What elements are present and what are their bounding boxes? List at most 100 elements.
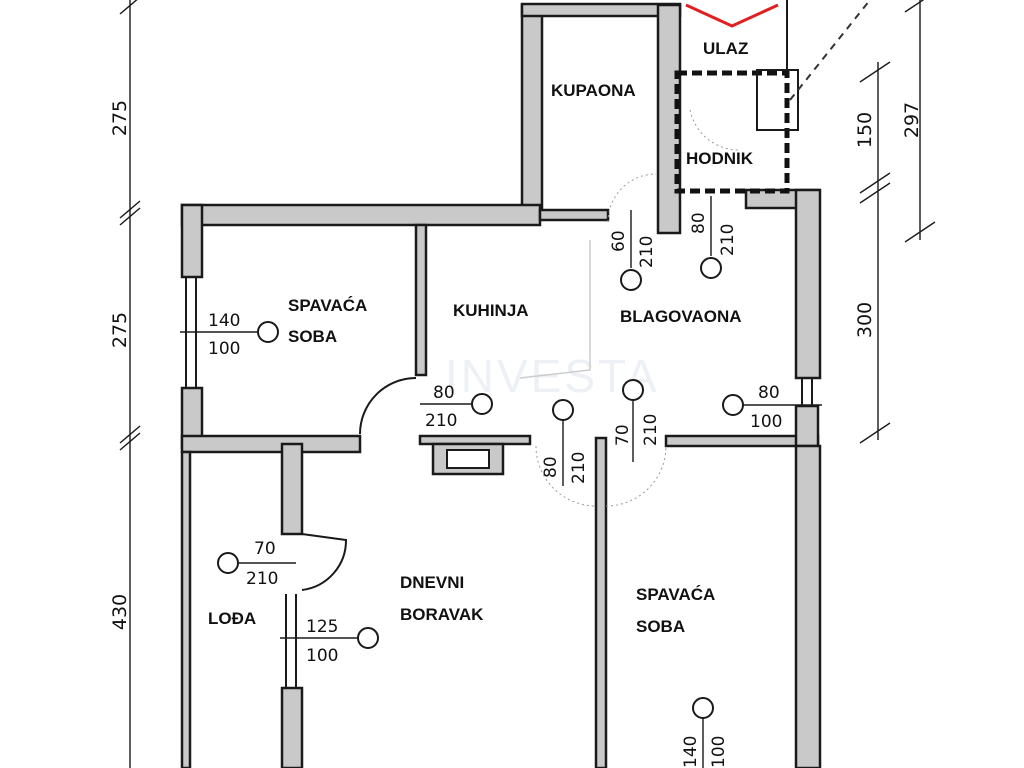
opening-height: 210 <box>425 411 457 431</box>
walls <box>180 2 822 768</box>
opening-height: 100 <box>208 339 240 359</box>
wall-top-left <box>180 203 542 227</box>
dimension-lines <box>119 0 936 768</box>
opening-height: 100 <box>306 646 338 666</box>
wall-loda-right-upper <box>280 442 304 536</box>
door-arc-spavaca2 <box>605 445 667 507</box>
opening-height: 210 <box>246 569 278 589</box>
door-arc-kupaona <box>607 173 657 223</box>
opening-width: 80 <box>758 383 780 403</box>
dim-tick <box>119 432 141 451</box>
opening-height: 100 <box>750 412 782 432</box>
windows <box>185 277 813 688</box>
opening-height: 210 <box>641 414 661 446</box>
entrance-dashed-line <box>789 0 871 101</box>
room-label-kupaona: KUPAONA <box>551 81 636 100</box>
dim-tick <box>859 172 891 194</box>
wall-right-mid <box>794 404 820 448</box>
opening-height: 210 <box>718 224 738 256</box>
dim-tick <box>904 221 936 243</box>
wall-right-lower <box>794 444 822 768</box>
room-label-spavaca2-line1: SPAVAĆA <box>636 585 715 604</box>
room-label-spavaca1-line1: SPAVAĆA <box>288 296 367 315</box>
opening-marker-door-kuhinja: 80 210 <box>420 383 493 431</box>
wall-mid-left <box>180 434 362 454</box>
opening-marker-door-ulaz: 80 210 <box>689 196 738 279</box>
opening-width: 80 <box>433 383 455 403</box>
wall-kupaona-left <box>520 3 544 219</box>
door-arc-boravak <box>535 445 597 507</box>
room-label-hodnik: HODNIK <box>686 149 754 168</box>
opening-height: 210 <box>637 236 657 268</box>
dim-left-bottom: 430 <box>109 594 131 630</box>
opening-marker-win-blagovaona: 80 100 <box>722 383 822 432</box>
dim-right-total: 297 <box>901 102 923 138</box>
room-label-spavaca2-line2: SOBA <box>636 617 685 636</box>
dim-left-top: 275 <box>109 100 131 136</box>
hodnik-niche <box>756 69 799 131</box>
opening-width: 70 <box>613 424 633 446</box>
chimney-void <box>446 449 490 469</box>
room-label-dnevni-line1: DNEVNI <box>400 573 464 592</box>
marker-circle <box>700 257 722 279</box>
dim-tick <box>119 0 138 15</box>
opening-height: 100 <box>709 736 729 768</box>
opening-marker-win-boravak: 125 100 <box>280 617 379 666</box>
room-label-loda: LOĐA <box>208 609 256 628</box>
opening-marker-door-kupaona: 60 210 <box>609 210 657 291</box>
marker-circle <box>357 627 379 649</box>
opening-width: 80 <box>541 456 561 478</box>
room-label-kuhinja: KUHINJA <box>453 301 529 320</box>
room-label-spavaca1-line2: SOBA <box>288 327 337 346</box>
door-swings <box>301 109 741 591</box>
opening-width: 125 <box>306 617 338 637</box>
opening-marker-door-loda: 70 210 <box>217 539 296 589</box>
opening-width: 80 <box>689 212 709 234</box>
wall-left-upper <box>180 203 204 279</box>
wall-loda-left <box>180 450 192 768</box>
wall-partition-lower <box>594 436 608 768</box>
entrance-arrow-icon <box>685 3 779 28</box>
dim-right-blagovaona: 300 <box>854 302 876 338</box>
hodnik-outline <box>674 70 790 194</box>
opening-width: 140 <box>208 311 240 331</box>
dim-tick <box>859 182 891 204</box>
opening-width: 140 <box>681 736 701 768</box>
opening-marker-door-boravak: 80 210 <box>541 399 589 486</box>
opening-marker-door-corridor: 70 210 <box>613 379 661 462</box>
wall-kupaona-top <box>520 2 682 18</box>
dim-tick <box>904 0 925 13</box>
opening-width: 60 <box>609 230 629 252</box>
opening-marker-win-spavaca1: 140 100 <box>180 311 279 359</box>
wall-top-mid <box>538 208 610 222</box>
marker-circle <box>471 393 493 415</box>
marker-circle <box>217 552 239 574</box>
hodnik-area <box>674 0 871 194</box>
door-arc-hodnik <box>689 109 741 151</box>
dim-tick <box>859 61 891 83</box>
dim-tick <box>119 200 141 219</box>
room-label-dnevni-line2: BORAVAK <box>400 605 484 624</box>
marker-circle <box>622 379 644 401</box>
opening-marker-win-spavaca2: 140 100 <box>681 697 729 768</box>
marker-circle <box>552 399 574 421</box>
door-arc-loda <box>301 533 348 591</box>
door-arc-kuhinja <box>359 377 417 435</box>
marker-circle <box>620 269 642 291</box>
marker-circle <box>722 394 744 416</box>
wall-right-upper <box>794 188 822 380</box>
kitchen-counter-outline <box>519 240 591 379</box>
wall-loda-right-lower <box>280 686 304 768</box>
marker-circle <box>257 321 279 343</box>
dim-tick <box>119 425 141 444</box>
marker-circle <box>692 697 714 719</box>
dim-tick <box>859 422 891 444</box>
dim-tick <box>119 207 141 226</box>
dim-right-hodnik: 150 <box>854 112 876 148</box>
room-label-ulaz: ULAZ <box>703 39 748 58</box>
room-label-blagovaona: BLAGOVAONA <box>620 307 742 326</box>
dim-left-mid: 275 <box>109 312 131 348</box>
opening-height: 210 <box>569 452 589 484</box>
wall-kuhinja-partition <box>414 223 428 377</box>
